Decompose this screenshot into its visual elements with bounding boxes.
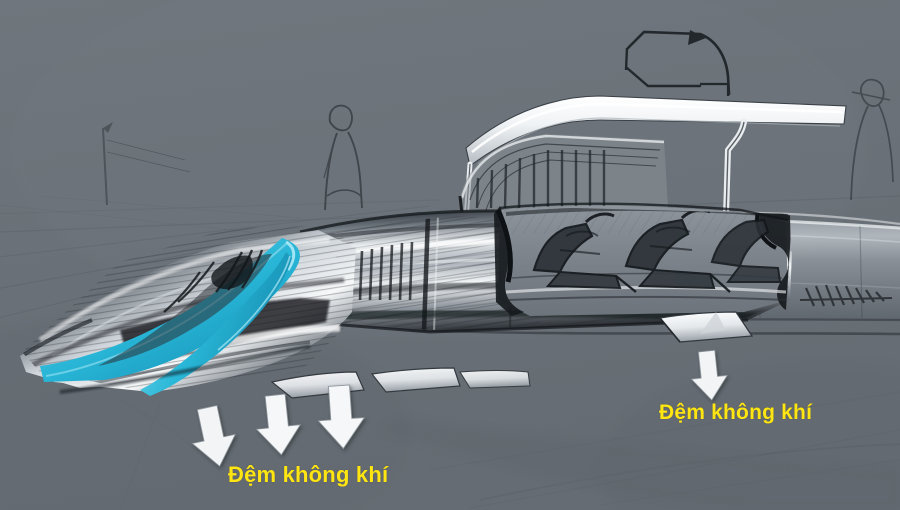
arrow-group bbox=[191, 349, 728, 467]
foreground-shading bbox=[380, 420, 900, 510]
human-figure-left bbox=[323, 104, 363, 211]
air-cushion-label-front: Đệm không khí bbox=[228, 462, 389, 487]
front-arrow-1 bbox=[191, 405, 237, 467]
cabin-window-mullions bbox=[475, 150, 606, 209]
front-arrow-2 bbox=[255, 393, 302, 456]
front-arrow-3 bbox=[317, 384, 366, 450]
rear-arrow-1 bbox=[690, 349, 728, 401]
air-cushion-label-rear: Đệm không khí bbox=[659, 401, 813, 424]
human-figure-right bbox=[850, 78, 894, 201]
passenger-seat bbox=[532, 212, 637, 293]
air-cushion-skid-front bbox=[270, 367, 531, 399]
air-cushion-skid-rear bbox=[658, 311, 754, 343]
cockpit-glass bbox=[98, 249, 272, 366]
lamp-post bbox=[102, 122, 191, 206]
capsule-nose bbox=[20, 226, 356, 396]
cutaway-interior bbox=[494, 202, 792, 316]
tube-texture-right bbox=[799, 284, 893, 307]
callout-curved-arrow bbox=[624, 30, 731, 96]
capsule-upper-shell bbox=[458, 134, 668, 215]
